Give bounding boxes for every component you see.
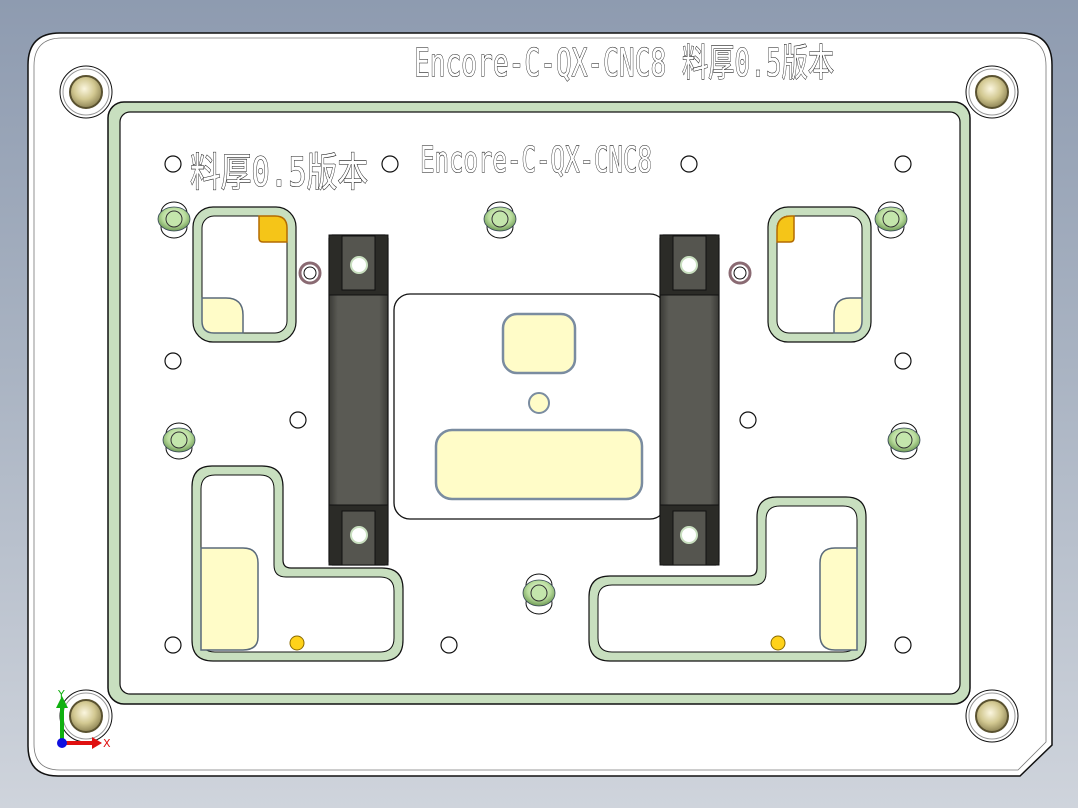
hole-icon	[894, 636, 912, 654]
small-holes	[164, 155, 912, 654]
center-boss[interactable]	[393, 293, 667, 520]
locating-pins	[157, 201, 921, 615]
clamp-block-right[interactable]	[659, 234, 720, 566]
bushing-icon	[965, 689, 1019, 743]
hole-icon	[739, 411, 757, 429]
lower-cavity	[434, 428, 644, 501]
pin-icon	[887, 422, 921, 460]
hole-icon	[164, 155, 182, 173]
hole-icon	[381, 155, 399, 173]
yellow-dot-icon	[770, 635, 786, 651]
yellow-dot-icon	[289, 635, 305, 651]
pin-icon	[162, 422, 196, 460]
hole-icon	[164, 636, 182, 654]
hole-icon	[894, 155, 912, 173]
corner-bushings	[59, 65, 1019, 743]
pocket-upper-right[interactable]	[767, 206, 872, 343]
engraving-top-text: Encore-C-QX-CNC8 料厚0.5版本	[414, 41, 834, 85]
hole-icon	[440, 636, 458, 654]
pocket-upper-left[interactable]	[192, 206, 297, 343]
hole-icon	[680, 155, 698, 173]
pin-icon	[483, 201, 517, 239]
pin-icon	[522, 573, 556, 615]
pocket-lower-left[interactable]	[191, 465, 404, 662]
pin-icon	[157, 201, 191, 239]
hole-icon	[289, 411, 307, 429]
y-axis-label: Y	[57, 688, 65, 701]
bushing-icon	[59, 65, 113, 119]
upper-cavity	[501, 312, 577, 375]
hole-icon	[164, 352, 182, 370]
coordinate-triad: Y X	[56, 688, 111, 750]
x-axis-label: X	[103, 737, 111, 750]
center-hole-icon	[528, 392, 550, 414]
engraving-inner-left-text: 料厚0.5版本	[190, 150, 368, 196]
pink-holes	[298, 261, 752, 285]
clamp-block-left[interactable]	[328, 234, 389, 566]
bushing-icon	[965, 65, 1019, 119]
pocket-lower-right[interactable]	[588, 496, 867, 662]
engraving-inner-right-text: Encore-C-QX-CNC8	[420, 140, 652, 181]
pin-icon	[874, 201, 908, 239]
hole-icon	[894, 352, 912, 370]
